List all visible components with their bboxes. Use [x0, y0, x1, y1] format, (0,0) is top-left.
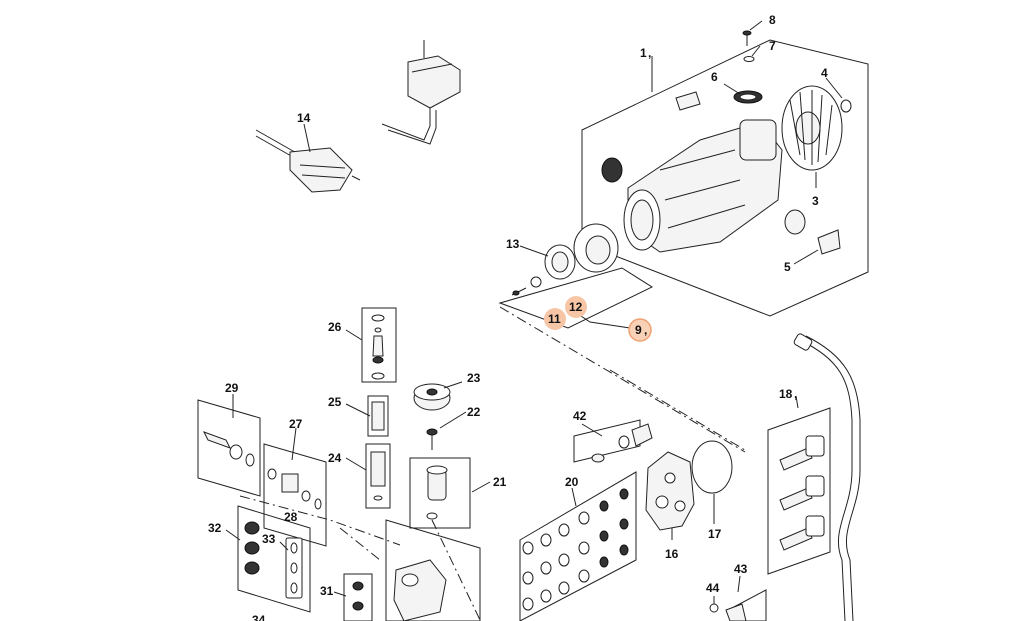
- callout-22[interactable]: 22: [467, 405, 481, 419]
- valve-group-29: [197, 399, 261, 497]
- callout-21[interactable]: 21: [493, 475, 507, 489]
- callout-9[interactable]: 9: [635, 323, 642, 337]
- fitting-group-43: [709, 589, 767, 621]
- fitting-group-42: [573, 419, 653, 463]
- callout-14[interactable]: 14: [297, 111, 311, 125]
- callout-42[interactable]: 42: [573, 409, 587, 423]
- callout-9-comma: ,: [644, 323, 647, 337]
- callout-1[interactable]: 1: [640, 46, 647, 60]
- callout-29[interactable]: 29: [225, 381, 239, 395]
- callout-43[interactable]: 43: [734, 562, 748, 576]
- leader-lines: [225, 20, 843, 604]
- motor-assembly-group: [581, 30, 869, 317]
- assembly-dash-lines: [239, 306, 746, 621]
- valve-group-24: [365, 443, 391, 509]
- callout-18[interactable]: 18: [779, 387, 793, 401]
- piston-group-21: [409, 457, 471, 529]
- ring-23: [413, 383, 451, 411]
- callout-32[interactable]: 32: [208, 521, 222, 535]
- callout-27[interactable]: 27: [289, 417, 303, 431]
- valve-group-32: [237, 505, 311, 613]
- callout-8[interactable]: 8: [769, 13, 776, 27]
- hose-group: [767, 333, 861, 621]
- callout-6[interactable]: 6: [711, 70, 718, 84]
- plug-euro: [255, 129, 361, 193]
- callout-4[interactable]: 4: [821, 66, 828, 80]
- callout-16[interactable]: 16: [665, 547, 679, 561]
- callout-31[interactable]: 31: [320, 584, 334, 598]
- callout-1-comma: ,: [648, 46, 651, 60]
- highlight-9[interactable]: [628, 318, 652, 342]
- callout-18-comma: ,: [794, 387, 797, 401]
- seal-kit-20: [519, 471, 637, 621]
- callout-5[interactable]: 5: [784, 260, 791, 274]
- callout-17[interactable]: 17: [708, 527, 722, 541]
- screw-22: [426, 428, 438, 450]
- plug-uk: [381, 40, 461, 145]
- callout-24[interactable]: 24: [328, 451, 342, 465]
- valve-group-31: [343, 573, 373, 621]
- callout-34[interactable]: 34: [252, 613, 266, 621]
- highlight-11[interactable]: [544, 308, 566, 330]
- callout-labels: 1 , 3 4 5 6 7 8 9 , 11 12 13 14 16 17 18…: [208, 13, 828, 621]
- callout-20[interactable]: 20: [565, 475, 579, 489]
- highlight-markers: [544, 296, 652, 342]
- valve-group-27: [263, 443, 327, 547]
- callout-23[interactable]: 23: [467, 371, 481, 385]
- highlight-12[interactable]: [565, 296, 587, 318]
- callout-33[interactable]: 33: [262, 532, 276, 546]
- valve-group-26: [361, 307, 397, 383]
- callout-13[interactable]: 13: [506, 237, 520, 251]
- callout-44[interactable]: 44: [706, 581, 720, 595]
- callout-12[interactable]: 12: [569, 300, 583, 314]
- callout-11[interactable]: 11: [548, 312, 561, 326]
- callout-26[interactable]: 26: [328, 320, 342, 334]
- callout-28[interactable]: 28: [284, 510, 298, 524]
- valve-group-25: [367, 395, 389, 437]
- pump-housing-16: [645, 451, 695, 531]
- callout-3[interactable]: 3: [812, 194, 819, 208]
- seal-group: [498, 223, 654, 329]
- oring-17: [691, 440, 733, 494]
- callout-25[interactable]: 25: [328, 395, 342, 409]
- pump-head: [385, 519, 481, 621]
- callout-7[interactable]: 7: [769, 39, 776, 53]
